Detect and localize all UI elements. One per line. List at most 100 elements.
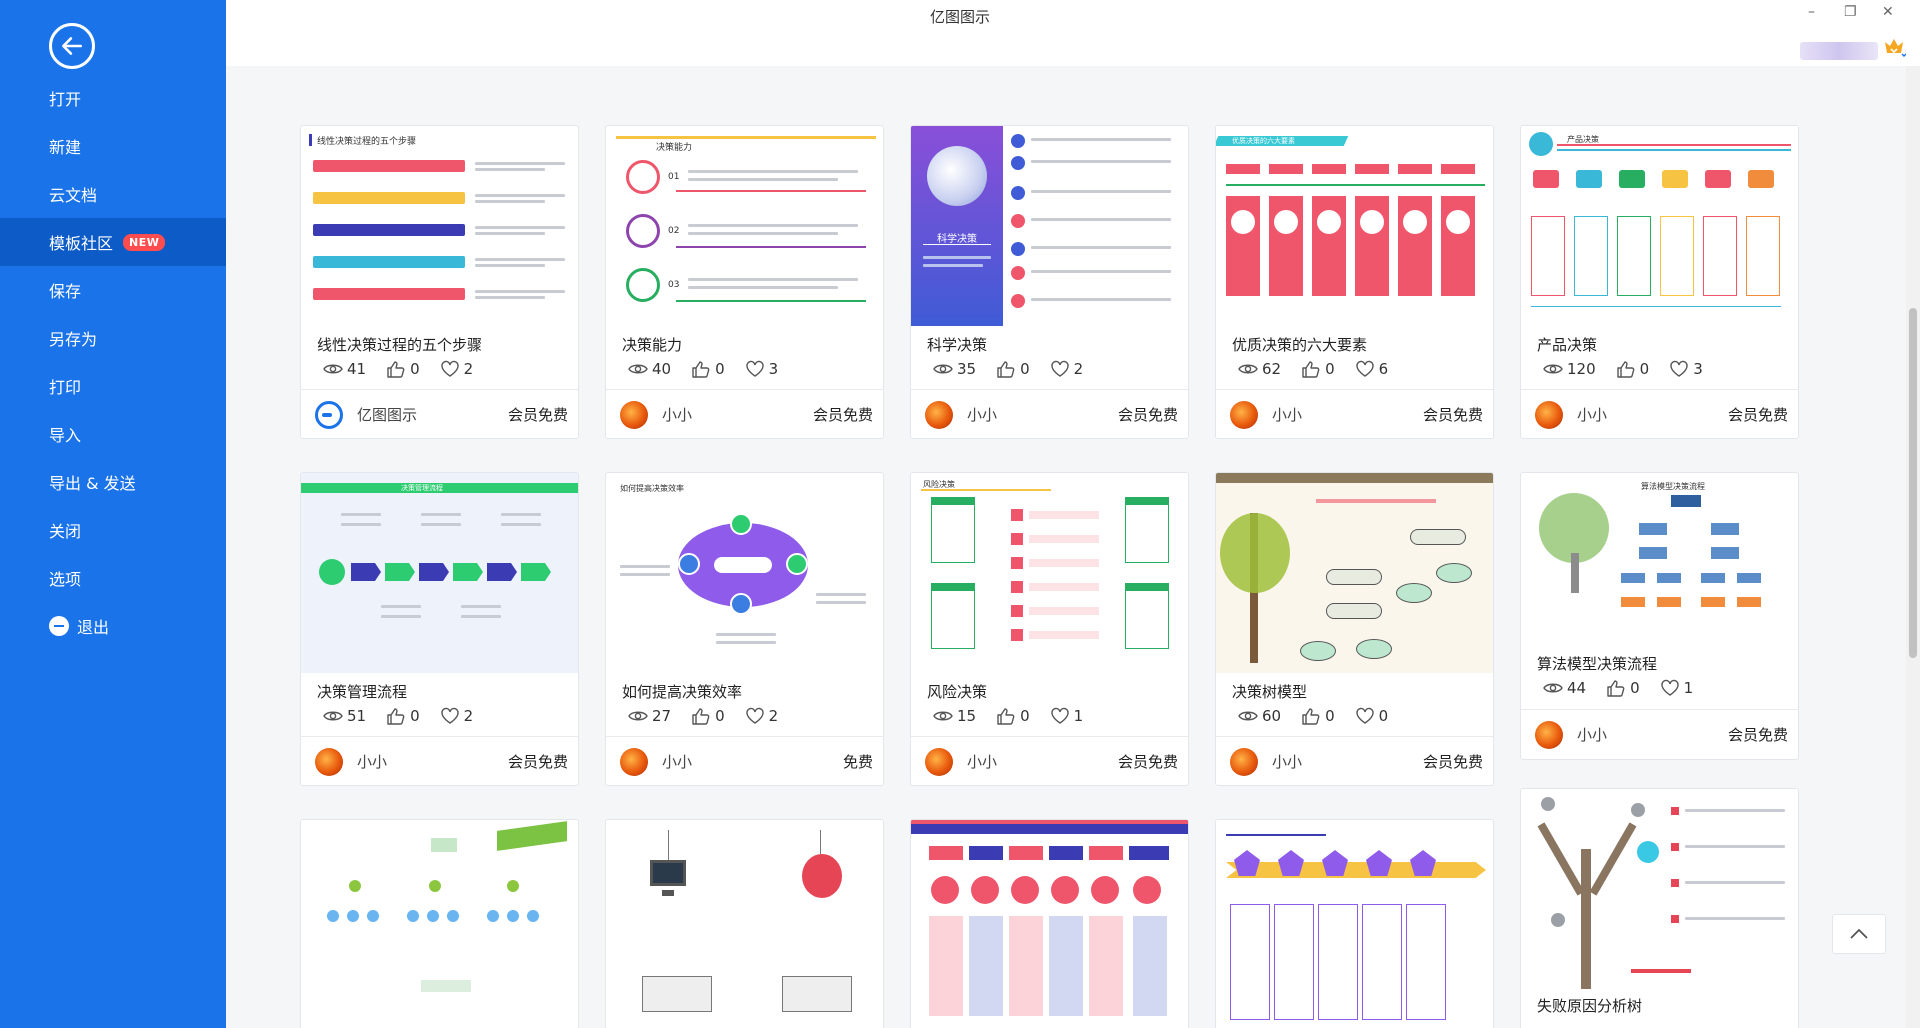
template-card[interactable] (300, 819, 579, 1028)
thumbs-up-icon (997, 361, 1015, 378)
likes-stat[interactable]: 0 (996, 707, 1030, 725)
likes-count: 0 (410, 360, 420, 378)
favorites-stat[interactable]: 3 (745, 360, 778, 378)
template-stats: 120 0 3 (1543, 360, 1723, 378)
favorites-stat[interactable]: 2 (1050, 360, 1083, 378)
template-thumbnail: 科学决策 (911, 126, 1188, 326)
sidebar-item-label: 关闭 (49, 522, 82, 541)
sidebar-item-save[interactable]: 保存 (0, 266, 226, 314)
sidebar-item-export-send[interactable]: 导出 & 发送 (0, 458, 226, 506)
sidebar-item-open[interactable]: 打开 (0, 74, 226, 122)
template-title: 线性决策过程的五个步骤 (317, 336, 483, 354)
thumbs-up-icon (1616, 361, 1635, 378)
template-card[interactable]: 产品决策 产品决策 120 0 3 小小 会员免费 (1520, 125, 1799, 439)
back-button[interactable] (49, 23, 95, 69)
vertical-scrollbar[interactable] (1906, 66, 1920, 1028)
price-label: 会员免费 (1727, 726, 1788, 744)
sidebar-item-cloud-docs[interactable]: 云文档 (0, 170, 226, 218)
price-label: 会员免费 (1422, 753, 1483, 771)
favorites-stat[interactable]: 1 (1050, 707, 1083, 725)
views-stat: 120 (1543, 360, 1596, 378)
template-title: 风险决策 (927, 683, 988, 701)
price-label: 会员免费 (1422, 406, 1483, 424)
likes-stat[interactable]: 0 (691, 360, 725, 378)
template-card[interactable]: 决策管理流程 决策管理流程 51 0 2 小小 会员免费 (300, 472, 579, 786)
likes-count: 0 (715, 707, 725, 725)
favorites-stat[interactable]: 0 (1355, 707, 1388, 725)
price-label: 会员免费 (1117, 753, 1178, 771)
back-to-top-button[interactable] (1832, 914, 1886, 954)
thumbs-up-icon (387, 708, 405, 725)
heart-icon (1660, 679, 1679, 696)
favorites-count: 2 (768, 707, 779, 725)
template-footer: 亿图图示 会员免费 (301, 389, 578, 438)
favorites-stat[interactable]: 6 (1355, 360, 1388, 378)
template-card[interactable] (910, 819, 1189, 1028)
likes-stat[interactable]: 0 (386, 360, 420, 378)
sidebar-item-label: 打开 (49, 90, 82, 109)
views-stat: 51 (323, 707, 366, 725)
likes-stat[interactable]: 0 (996, 360, 1030, 378)
author-avatar (315, 400, 343, 429)
sidebar-item-save-as[interactable]: 另存为 (0, 314, 226, 362)
template-stats: 60 0 0 (1238, 707, 1408, 725)
template-card[interactable] (605, 819, 884, 1028)
vip-crown-icon[interactable] (1882, 36, 1906, 58)
author-name: 小小 (1577, 406, 1608, 424)
template-card[interactable]: 失败原因分析树 (1520, 788, 1799, 1028)
template-card[interactable]: 风险决策 风险决策 15 0 1 (910, 472, 1189, 786)
template-thumbnail (1216, 473, 1493, 673)
sidebar-item-options[interactable]: 选项 (0, 554, 226, 602)
template-thumbnail (911, 820, 1188, 1028)
views-stat: 27 (628, 707, 671, 725)
template-card[interactable]: 决策树模型 60 0 0 小小 会员免费 (1215, 472, 1494, 786)
sidebar-item-print[interactable]: 打印 (0, 362, 226, 410)
favorites-stat[interactable]: 2 (745, 707, 779, 725)
favorites-stat[interactable]: 2 (440, 707, 473, 725)
favorites-stat[interactable]: 2 (440, 360, 473, 378)
eye-icon (1238, 364, 1258, 374)
sidebar-item-exit[interactable]: 退出 (0, 602, 226, 650)
template-thumbnail: 产品决策 (1521, 126, 1798, 326)
likes-stat[interactable]: 0 (386, 707, 420, 725)
favorites-stat[interactable]: 1 (1660, 679, 1693, 697)
template-card[interactable]: 如何提高决策效率 如何提高决策效率 27 0 2 小小 免费 (605, 472, 884, 786)
app-title: 亿图图示 (929, 8, 990, 26)
template-card[interactable]: 算法模型决策流程 算法模型决策流程 44 0 1 小小 会员免费 (1520, 472, 1799, 760)
views-count: 27 (652, 707, 672, 725)
sidebar-item-label: 另存为 (49, 330, 98, 349)
likes-stat[interactable]: 0 (1606, 679, 1640, 697)
likes-stat[interactable]: 0 (1301, 360, 1335, 378)
restore-button[interactable]: ❐ (1844, 4, 1857, 20)
likes-count: 0 (1630, 679, 1640, 697)
views-stat: 44 (1543, 679, 1586, 697)
template-card[interactable]: 科学决策 科学决策 35 0 2 小小 (910, 125, 1189, 439)
template-footer: 小小 会员免费 (1216, 736, 1493, 785)
template-footer: 小小 会员免费 (911, 389, 1188, 438)
favorites-stat[interactable]: 3 (1669, 360, 1703, 378)
sidebar-item-close[interactable]: 关闭 (0, 506, 226, 554)
user-account[interactable] (1800, 42, 1878, 60)
template-thumbnail: 风险决策 (911, 473, 1188, 673)
likes-stat[interactable]: 0 (691, 707, 725, 725)
views-count: 51 (347, 707, 367, 725)
template-card[interactable]: 线性决策过程的五个步骤 线性决策过程的五个步骤 41 0 2 亿图图示 会员免费 (300, 125, 579, 439)
scrollbar-thumb[interactable] (1909, 308, 1917, 658)
minimize-button[interactable]: – (1808, 4, 1815, 20)
template-card[interactable]: 决策能力 01 02 03 决策能力 40 0 3 小小 会员免费 (605, 125, 884, 439)
likes-stat[interactable]: 0 (1301, 707, 1335, 725)
likes-stat[interactable]: 0 (1616, 360, 1649, 378)
heart-icon (1050, 360, 1069, 377)
template-stats: 44 0 1 (1543, 679, 1713, 697)
close-button[interactable]: ✕ (1882, 4, 1894, 20)
sidebar-item-label: 打印 (49, 378, 82, 397)
template-stats: 40 0 3 (628, 360, 798, 378)
template-card[interactable]: 优质决策的六大要素 优质决策的六大要素 62 0 6 (1215, 125, 1494, 439)
sidebar-item-import[interactable]: 导入 (0, 410, 226, 458)
template-card[interactable] (1215, 819, 1494, 1028)
price-label: 会员免费 (1117, 406, 1178, 424)
sidebar-item-new[interactable]: 新建 (0, 122, 226, 170)
price-label: 免费 (842, 753, 873, 771)
author-avatar (1535, 720, 1563, 749)
